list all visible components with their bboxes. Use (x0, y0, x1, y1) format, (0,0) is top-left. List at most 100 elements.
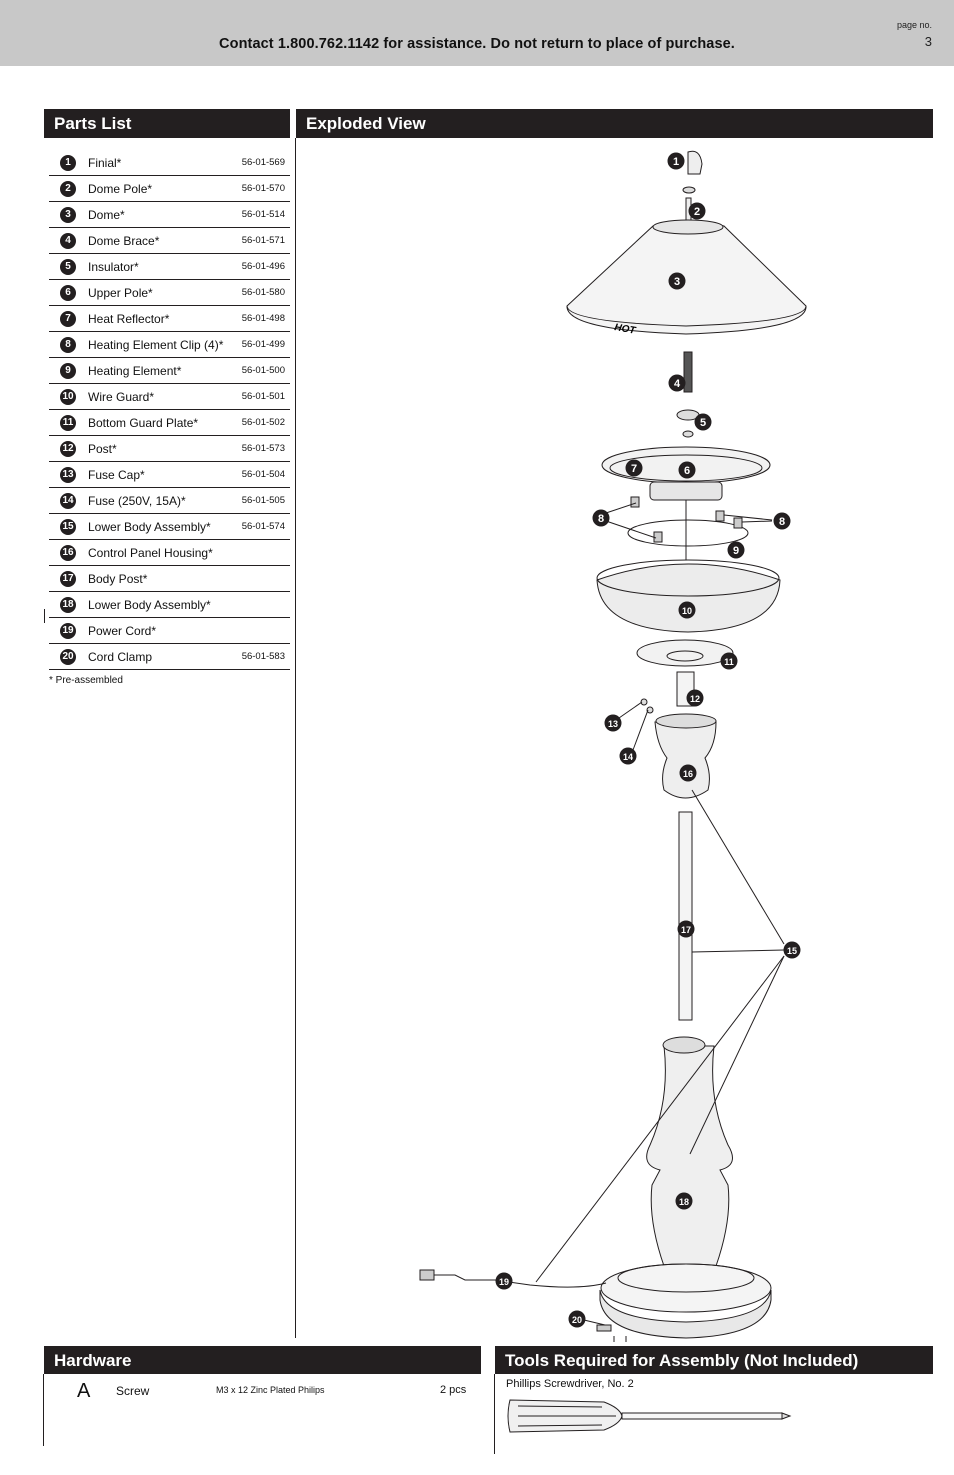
part-name: Cord Clamp (88, 650, 153, 664)
part-number-badge: 8 (60, 337, 76, 353)
part-number-badge: 5 (60, 259, 76, 275)
callout-10: 10 (678, 601, 696, 619)
dome-part (566, 221, 807, 335)
part-name: Fuse (250V, 15A)* (88, 494, 186, 508)
part-name: Dome Pole* (88, 182, 153, 196)
hardware-description: M3 x 12 Zinc Plated Philips (216, 1385, 325, 1395)
part-code: 56-01-573 (241, 443, 285, 454)
part-name: Heating Element Clip (4)* (88, 338, 224, 352)
part-code: 56-01-498 (241, 313, 285, 324)
part-code: 56-01-500 (241, 365, 285, 376)
callout-9: 9 (727, 541, 745, 559)
part-name: Dome Brace* (88, 234, 160, 248)
part-number-badge: 3 (60, 207, 76, 223)
part-name: Wire Guard* (88, 390, 155, 404)
callout-label: 14 (623, 752, 633, 762)
part-code: 56-01-583 (241, 651, 285, 662)
callout-badge (675, 1192, 693, 1210)
callout-label: 20 (572, 1315, 582, 1325)
callout-badge (678, 601, 696, 619)
clip-part-1 (630, 496, 640, 508)
callout-badge (604, 714, 622, 732)
parts-row: 3 Dome* 56-01-514 (49, 202, 290, 228)
callout-badge (694, 413, 712, 431)
callout-6: 6 (678, 461, 696, 479)
part-name: Power Cord* (88, 624, 157, 638)
parts-list-title: Parts List (54, 114, 132, 133)
callout-label: 13 (608, 719, 618, 729)
parts-list-header: Parts List (44, 109, 290, 138)
callout-20: 20 (568, 1310, 586, 1328)
part-code: 56-01-501 (241, 391, 285, 402)
hardware-quantity: 2 pcs (440, 1384, 467, 1396)
callout-8: 8 (592, 509, 610, 527)
callout-15: 15 (783, 941, 801, 959)
callout-label: 4 (674, 378, 681, 390)
callout-label: 17 (681, 925, 691, 935)
part-name: Heating Element* (88, 364, 182, 378)
part-name: Post* (88, 442, 117, 456)
callout-label: 7 (631, 463, 637, 475)
part-code: 56-01-570 (241, 183, 285, 194)
part-code: 56-01-502 (241, 417, 285, 428)
part-name: Upper Pole* (88, 286, 153, 300)
callout-badge (688, 202, 706, 220)
finial-nut (682, 186, 696, 194)
part-code: 56-01-496 (241, 261, 285, 272)
part-code: 56-01-574 (241, 521, 285, 532)
callout-badge (619, 747, 637, 765)
page-number: 3 (924, 34, 932, 49)
callout-label: 8 (779, 516, 785, 528)
fuse-cap-part (640, 698, 648, 706)
wire-guard-part (596, 563, 781, 633)
header-bar: Contact 1.800.762.1142 for assistance. D… (0, 0, 954, 66)
callout-label: 15 (787, 946, 797, 956)
callout-13: 13 (604, 714, 622, 732)
page-number-label: page no. (896, 20, 932, 30)
part-code: 56-01-514 (241, 209, 285, 220)
callout-17: 17 (677, 920, 695, 938)
part-number-badge: 7 (60, 311, 76, 327)
callout-badge (495, 1272, 513, 1290)
power-cord-part (425, 1274, 607, 1288)
part-number-badge: 12 (60, 441, 76, 457)
clip-part-2 (715, 510, 725, 522)
exploded-view-title: Exploded View (306, 114, 426, 133)
part-name: Fuse Cap* (88, 468, 145, 482)
control-panel-housing-part (654, 721, 717, 799)
dome-brace-part (683, 351, 693, 393)
callout-badge (686, 689, 704, 707)
callout-badge (678, 461, 696, 479)
part-code: 56-01-580 (241, 287, 285, 298)
callout-label: 5 (700, 417, 706, 429)
callout-badge (679, 764, 697, 782)
callout-2: 2 (688, 202, 706, 220)
part-name: Finial* (88, 156, 122, 170)
footnote: * Pre-assembled (49, 675, 123, 686)
heating-element-part (627, 519, 749, 547)
tool-name: Phillips Screwdriver, No. 2 (506, 1378, 634, 1390)
callout-3: 3 (668, 272, 686, 290)
part-number-badge: 15 (60, 519, 76, 535)
cord-clamp-part (596, 1324, 612, 1332)
lower-body-part (646, 1045, 733, 1267)
callout-label: 2 (694, 206, 700, 218)
callout-label: 11 (724, 657, 734, 667)
callout-1: 1 (667, 152, 685, 170)
callout-label: 10 (682, 606, 692, 616)
part-code: 56-01-504 (241, 469, 285, 480)
screwdriver-icon (507, 1399, 792, 1433)
bottom-guard-plate-part (636, 639, 734, 667)
callout-label: 18 (679, 1197, 689, 1207)
part-name: Dome* (88, 208, 125, 222)
